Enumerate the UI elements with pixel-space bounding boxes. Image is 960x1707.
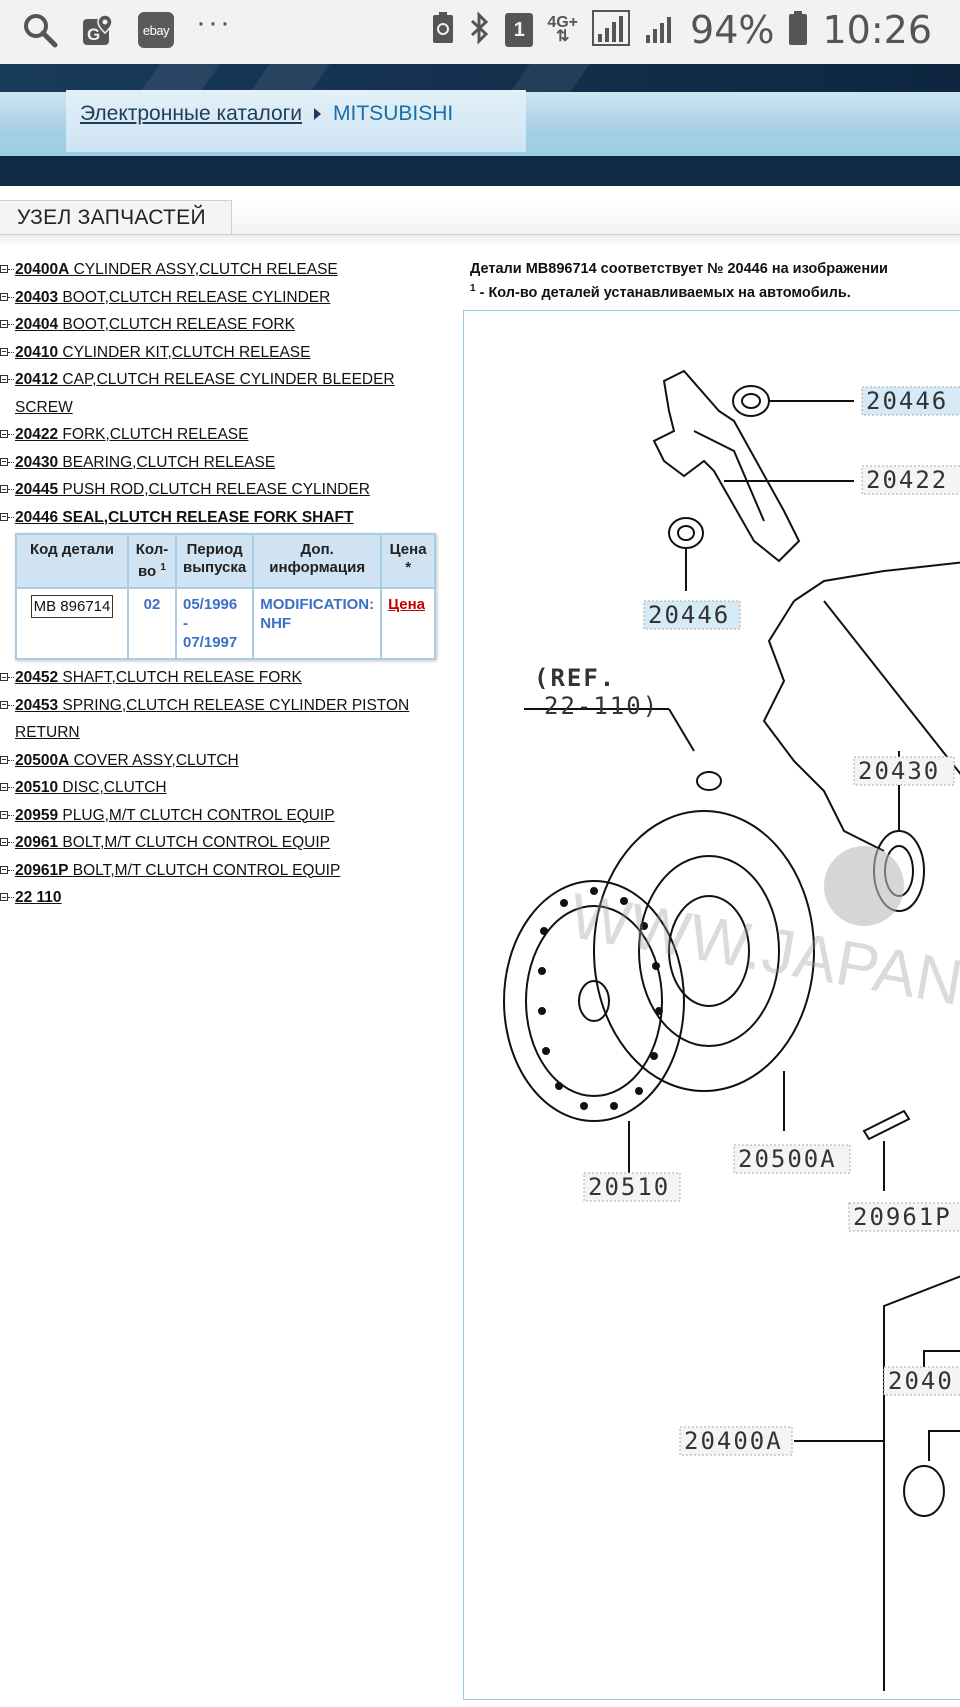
- label-20400A[interactable]: 20400A: [684, 1427, 783, 1455]
- chevron-right-icon: [314, 108, 322, 120]
- label-ref: (REF.: [534, 664, 616, 692]
- parts-diagram[interactable]: WWW.JAPAN 20446 20422 20446 (REF. 22-110…: [463, 310, 960, 1700]
- part-item-selected[interactable]: 20446 SEAL,CLUTCH RELEASE FORK SHAFT: [0, 504, 450, 532]
- expand-icon[interactable]: [0, 673, 8, 681]
- period-value: 05/1996-07/1997: [174, 587, 255, 660]
- clock: 10:26: [822, 8, 932, 52]
- expand-icon[interactable]: [0, 265, 8, 273]
- part-item[interactable]: 20410 CYLINDER KIT,CLUTCH RELEASE: [0, 339, 450, 367]
- svg-text:G: G: [87, 25, 100, 44]
- label-20446-top[interactable]: 20446: [866, 387, 948, 415]
- header-band: Электронные каталоги MITSUBISHI: [0, 64, 960, 186]
- expand-icon[interactable]: [0, 430, 8, 438]
- part-item[interactable]: 20400A CYLINDER ASSY,CLUTCH RELEASE: [0, 256, 450, 284]
- signal-icon: [592, 9, 631, 51]
- breadcrumb: Электронные каталоги MITSUBISHI: [80, 102, 453, 126]
- label-20510[interactable]: 20510: [588, 1173, 670, 1201]
- expand-icon[interactable]: [0, 375, 8, 383]
- label-20430[interactable]: 20430: [858, 757, 940, 785]
- diagram-drawing: WWW.JAPAN 20446 20422 20446 (REF. 22-110…: [503, 369, 960, 1691]
- expand-icon[interactable]: [0, 485, 8, 493]
- part-detail-table: Код детали Кол-во 1 Период выпуска Доп. …: [15, 533, 437, 660]
- part-number-field[interactable]: MB 896714: [30, 595, 114, 618]
- label-20961P[interactable]: 20961P: [853, 1203, 952, 1231]
- battery-icon: [788, 10, 808, 51]
- col-info: Доп. информация: [252, 533, 383, 589]
- part-item[interactable]: 20422 FORK,CLUTCH RELEASE: [0, 421, 450, 449]
- expand-icon[interactable]: [0, 893, 8, 901]
- expand-icon[interactable]: [0, 810, 8, 819]
- price-link[interactable]: Цена: [388, 596, 426, 613]
- battery-percent: 94%: [690, 8, 775, 52]
- label-20403[interactable]: 2040: [888, 1367, 954, 1395]
- label-20500A[interactable]: 20500A: [738, 1145, 837, 1173]
- part-item[interactable]: 20452 SHAFT,CLUTCH RELEASE FORK: [0, 664, 450, 692]
- expand-icon[interactable]: [0, 838, 8, 846]
- collapse-icon[interactable]: [0, 512, 8, 521]
- col-price: Цена *: [380, 533, 437, 589]
- expand-icon[interactable]: [0, 783, 8, 791]
- bluetooth-icon: [469, 10, 491, 50]
- ebay-icon[interactable]: ebay: [138, 12, 174, 48]
- expand-icon[interactable]: [0, 755, 8, 764]
- label-20422[interactable]: 20422: [866, 466, 948, 494]
- part-item[interactable]: 20959 PLUG,M/T CLUTCH CONTROL EQUIP: [0, 802, 450, 830]
- part-item[interactable]: 20404 BOOT,CLUTCH RELEASE FORK: [0, 311, 450, 339]
- expand-icon[interactable]: [0, 700, 8, 709]
- part-item[interactable]: 20453 SPRING,CLUTCH RELEASE CYLINDER PIS…: [0, 692, 450, 747]
- part-item[interactable]: 20961P BOLT,M/T CLUTCH CONTROL EQUIP: [0, 857, 450, 885]
- breadcrumb-current[interactable]: MITSUBISHI: [333, 102, 454, 125]
- google-maps-icon[interactable]: G: [80, 12, 116, 48]
- status-bar: G ebay ··· 1 4G+⇅ 94% 10:26: [0, 0, 960, 64]
- label-20446-bottom[interactable]: 20446: [648, 601, 730, 629]
- more-notifications-icon: ···: [196, 6, 232, 39]
- part-item[interactable]: 20961 BOLT,M/T CLUTCH CONTROL EQUIP: [0, 829, 450, 857]
- data-saver-icon: [431, 11, 455, 50]
- expand-icon[interactable]: [0, 347, 8, 356]
- search-icon[interactable]: [22, 12, 58, 48]
- part-item[interactable]: 20445 PUSH ROD,CLUTCH RELEASE CYLINDER: [0, 476, 450, 504]
- parts-tree: 20400A CYLINDER ASSY,CLUTCH RELEASE 2040…: [0, 256, 450, 912]
- table-row: MB 896714 02 05/1996-07/1997 MODIFICATIO…: [15, 587, 437, 660]
- expand-icon[interactable]: [0, 292, 8, 301]
- expand-icon[interactable]: [0, 457, 8, 466]
- part-item[interactable]: 20412 CAP,CLUTCH RELEASE CYLINDER BLEEDE…: [0, 366, 450, 421]
- part-item[interactable]: 22 110: [0, 884, 450, 912]
- sim-icon: 1: [505, 13, 534, 47]
- breadcrumb-root-link[interactable]: Электронные каталоги: [80, 102, 303, 125]
- expand-icon[interactable]: [0, 320, 8, 328]
- signal-2-icon: [644, 11, 676, 50]
- part-match-info: Детали MB896714 соответствует № 20446 на…: [470, 261, 888, 301]
- col-part-number: Код детали: [15, 533, 129, 589]
- section-title: УЗЕЛ ЗАПЧАСТЕЙ: [0, 200, 232, 234]
- label-ref-22-110[interactable]: 22-110): [544, 692, 659, 720]
- network-type-icon: 4G+⇅: [547, 14, 579, 45]
- col-qty: Кол-во 1: [127, 533, 177, 589]
- part-item[interactable]: 20500A COVER ASSY,CLUTCH: [0, 747, 450, 775]
- info-value: MODIFICATION: NHF: [252, 587, 383, 660]
- col-period: Период выпуска: [174, 533, 255, 589]
- part-item[interactable]: 20510 DISC,CLUTCH: [0, 774, 450, 802]
- expand-icon[interactable]: [0, 865, 8, 874]
- qty-value: 02: [127, 587, 177, 660]
- part-item[interactable]: 20403 BOOT,CLUTCH RELEASE CYLINDER: [0, 284, 450, 312]
- part-item[interactable]: 20430 BEARING,CLUTCH RELEASE: [0, 449, 450, 477]
- section-header: УЗЕЛ ЗАПЧАСТЕЙ: [0, 200, 960, 235]
